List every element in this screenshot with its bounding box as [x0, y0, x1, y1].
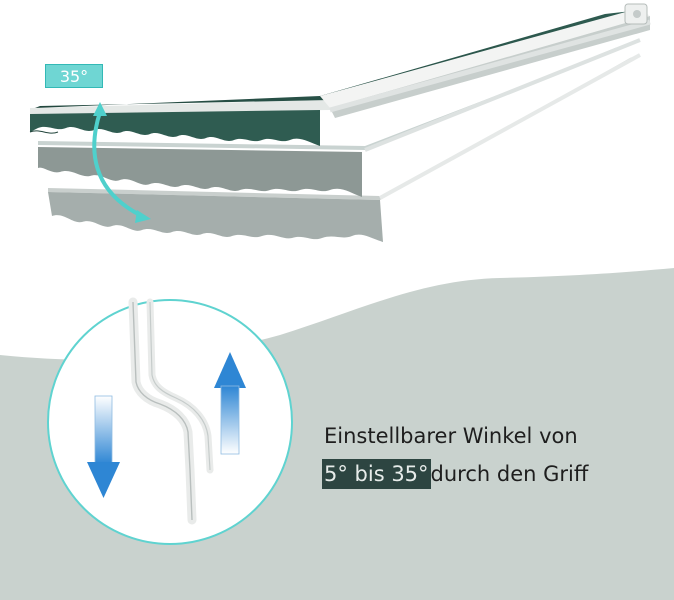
curved-double-arrow-icon: [92, 102, 151, 223]
awning-position-high: [29, 3, 651, 200]
caption-line-1: Einstellbarer Winkel von: [324, 424, 578, 448]
arrow-down-icon: [87, 395, 120, 498]
handle-detail-circle: [47, 297, 293, 545]
caption-rest: durch den Griff: [430, 462, 589, 486]
caption-line-2: 5° bis 35°durch den Griff: [322, 457, 652, 491]
caption: Einstellbarer Winkel von 5° bis 35°durch…: [322, 419, 652, 491]
angle-range-highlight: 5° bis 35°: [322, 459, 431, 489]
arrow-up-icon: [214, 352, 246, 455]
awning-position-low: [48, 54, 640, 242]
angle-badge: 35°: [45, 64, 103, 88]
awning-position-mid: [38, 44, 630, 197]
